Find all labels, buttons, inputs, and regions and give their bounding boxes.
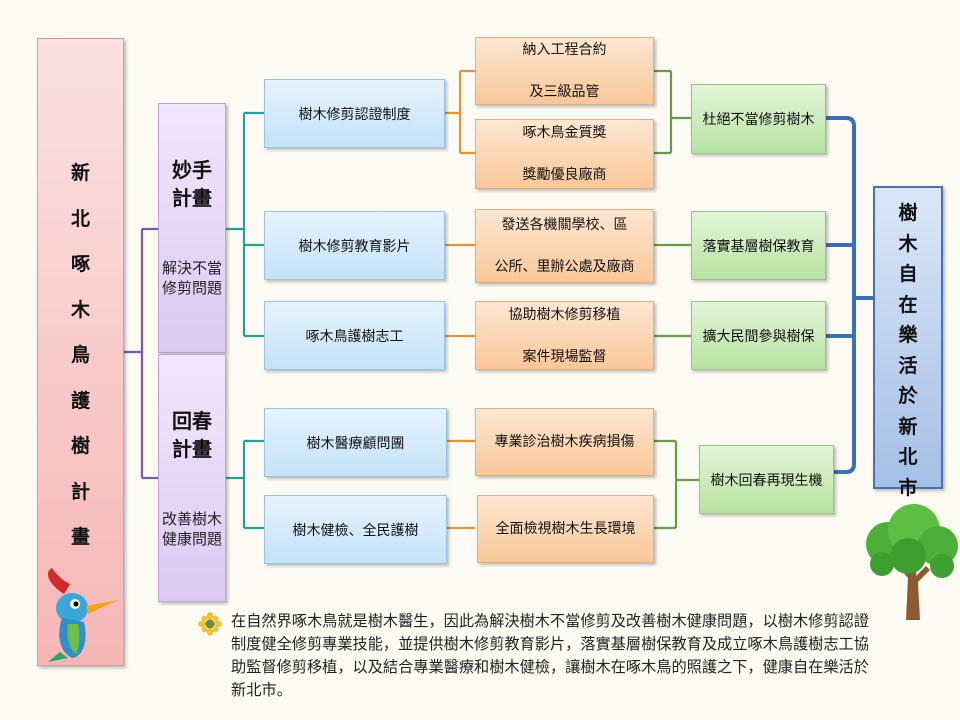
outcome-box: 擴大民間參與樹保 — [691, 301, 826, 370]
root-plan-title: 新北啄木鳥護樹計畫 — [70, 162, 90, 548]
plan-desc-miaoshou: 解決不當修剪問題 — [161, 259, 222, 297]
outcome-box: 杜絕不當修剪樹木 — [691, 84, 826, 154]
measure-box: 啄木鳥護樹志工 — [264, 301, 445, 370]
action-line: 獎勵優良廠商 — [522, 167, 607, 183]
measure-box: 樹木修剪認證制度 — [264, 79, 445, 148]
measure-box: 樹木修剪教育影片 — [264, 211, 445, 280]
action-box: 全面檢視樹木生長環境 — [477, 495, 654, 563]
root-plan-box: 新北啄木鳥護樹計畫 — [37, 38, 124, 666]
outcome-box: 樹木回春再現生機 — [699, 445, 834, 514]
action-line: 專業診治樹木疾病損傷 — [494, 434, 635, 450]
action-line: 案件現場監督 — [522, 348, 607, 365]
description-paragraph: 在自然界啄木鳥就是樹木醫生，因此為解決樹木不當修剪及改善樹木健康問題，以樹木修剪… — [231, 612, 869, 699]
action-line: 協助樹木修剪移植 — [508, 306, 621, 323]
tree-icon — [866, 504, 958, 620]
action-line: 公所、里辦公處及廠商 — [494, 259, 635, 275]
plan-title-miaoshou: 妙手計畫 — [172, 158, 212, 210]
measure-box: 樹木健檢、全民護樹 — [264, 495, 447, 564]
action-line: 及三級品管 — [529, 84, 600, 100]
action-line: 全面檢視樹木生長環境 — [495, 521, 636, 537]
plan-title-huichun: 回春計畫 — [172, 409, 212, 461]
outcome-box: 落實基層樹保教育 — [691, 211, 826, 280]
action-box: 啄木鳥金質獎 獎勵優良廠商 — [475, 119, 654, 189]
action-line: 發送各機關學校、區 — [501, 217, 628, 233]
goal-title: 樹木自在樂活於新北市 — [898, 202, 918, 499]
plan-box-miaoshou: 妙手計畫 解決不當修剪問題 — [158, 103, 226, 353]
action-box: 發送各機關學校、區 公所、里辦公處及廠商 — [475, 209, 654, 283]
measure-box: 樹木醫療顧問團 — [264, 408, 447, 477]
action-box: 專業診治樹木疾病損傷 — [475, 408, 654, 476]
action-box: 協助樹木修剪移植 案件現場監督 — [475, 301, 654, 370]
action-line: 啄木鳥金質獎 — [522, 125, 607, 141]
plan-desc-huichun: 改善樹木健康問題 — [161, 510, 222, 548]
action-box: 納入工程合約 及三級品管 — [475, 37, 654, 105]
goal-box: 樹木自在樂活於新北市 — [873, 186, 943, 499]
flower-bullet-icon — [198, 612, 222, 636]
action-line: 納入工程合約 — [522, 42, 607, 58]
plan-box-huichun: 回春計畫 改善樹木健康問題 — [158, 354, 226, 602]
woodpecker-icon — [48, 568, 118, 662]
